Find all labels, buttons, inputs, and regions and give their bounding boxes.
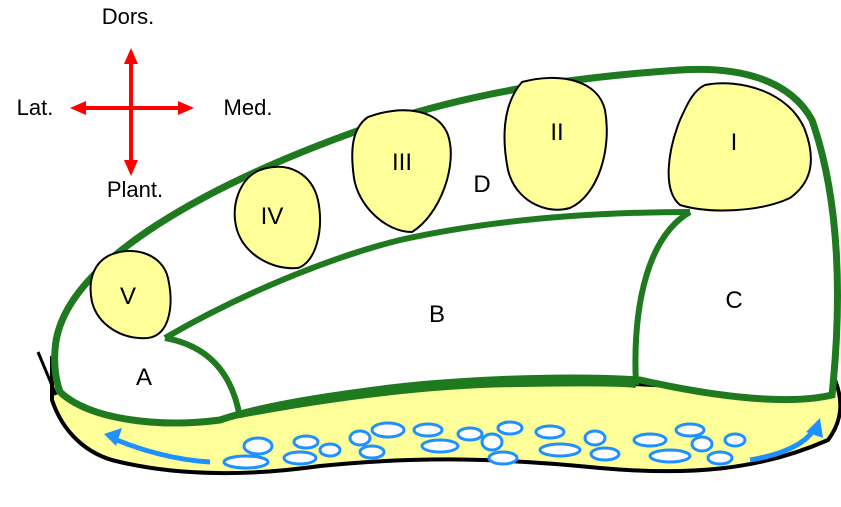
toe-label-III: III — [392, 149, 412, 176]
compass-label-plantar: Plant. — [107, 177, 163, 202]
toe-label-V: V — [120, 283, 136, 310]
arrow-down-icon — [124, 160, 138, 176]
toe-label-II: II — [550, 119, 563, 146]
orientation-compass — [70, 48, 194, 176]
region-label-B: B — [429, 301, 445, 328]
arrow-right-icon — [178, 101, 194, 115]
arrow-up-icon — [124, 48, 138, 64]
compass-label-lateral: Lat. — [17, 95, 54, 120]
toe-label-IV: IV — [261, 203, 284, 230]
arrow-left-icon — [70, 101, 86, 115]
compass-label-medial: Med. — [224, 95, 273, 120]
region-label-C: C — [725, 287, 742, 314]
toe-label-I: I — [731, 129, 738, 156]
region-label-A: A — [136, 364, 152, 391]
compass-label-dorsal: Dors. — [102, 4, 155, 29]
region-label-D: D — [473, 171, 490, 198]
